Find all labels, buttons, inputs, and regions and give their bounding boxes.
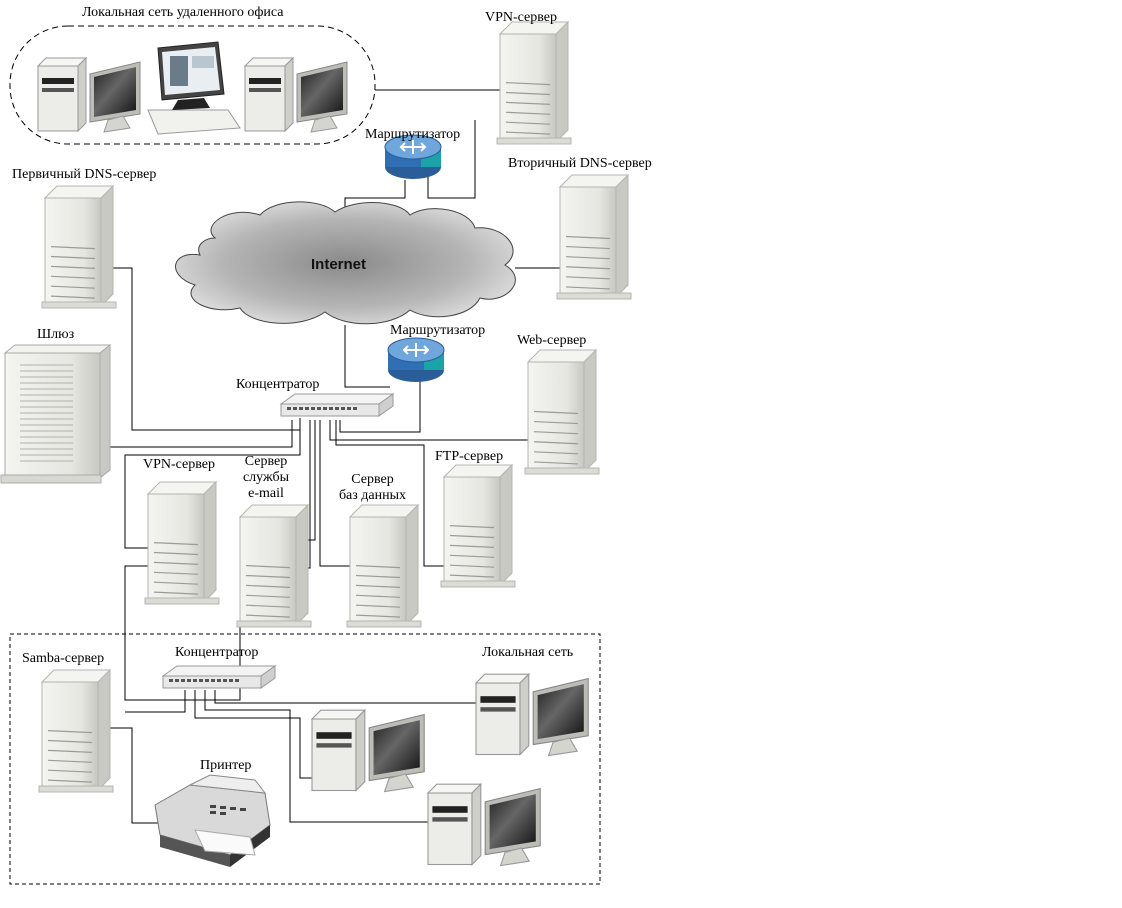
remote-pc-2 (243, 56, 348, 133)
db-server-label: Сервер баз данных (325, 472, 420, 504)
lan-label: Локальная сеть (482, 645, 574, 660)
internet-label: Internet (311, 256, 367, 273)
internet-cloud (175, 201, 516, 325)
remote-terminal (147, 41, 241, 135)
workstations (36, 41, 589, 867)
vpn-local-label: VPN-сервер (143, 457, 216, 472)
servers (38, 20, 632, 793)
hub-main (279, 393, 395, 417)
gateway-server (0, 343, 112, 484)
ftp-server-label: FTP-сервер (435, 449, 504, 464)
router-top (384, 134, 442, 179)
remote-office-label: Локальная сеть удаленного офиса (82, 5, 284, 20)
mail-server (236, 503, 312, 628)
mail-label-line-1: Сервер (244, 454, 288, 469)
primary-dns-server (41, 184, 117, 309)
mail-label-line-2: службы (242, 470, 290, 485)
local-network-boundary (9, 633, 601, 885)
db-server (346, 503, 422, 628)
secondary-dns-server (556, 173, 632, 300)
router-bottom-label: Маршрутизатор (390, 323, 486, 338)
router-bottom (387, 337, 445, 382)
vpn-server-local (144, 480, 220, 605)
web-server (524, 348, 600, 475)
samba-server (38, 668, 114, 793)
lan-pc-2 (474, 672, 589, 757)
printer-label: Принтер (200, 758, 252, 773)
primary-dns-label: Первичный DNS-сервер (12, 167, 157, 182)
web-server-label: Web-сервер (517, 333, 587, 348)
lan-pc-1 (310, 708, 425, 793)
hub-main-label: Концентратор (236, 377, 320, 392)
db-label-line-2: баз данных (338, 488, 407, 503)
vpn-top-label: VPN-сервер (485, 10, 558, 25)
hub-lan-label: Концентратор (175, 645, 259, 660)
hub-lan (161, 665, 277, 689)
db-label-line-1: Сервер (351, 472, 394, 487)
vpn-server-top (496, 20, 572, 145)
gateway-label: Шлюз (37, 327, 75, 342)
remote-office-boundary (9, 25, 376, 145)
secondary-dns-label: Вторичный DNS-сервер (508, 156, 652, 171)
mail-server-label: Сервер службы e-mail (236, 454, 296, 502)
lan-pc-3 (426, 782, 541, 867)
samba-server-label: Samba-сервер (22, 651, 105, 666)
ftp-server (440, 463, 516, 588)
mail-label-line-3: e-mail (248, 486, 284, 501)
router-top-label: Маршрутизатор (365, 127, 461, 142)
remote-pc-1 (36, 56, 141, 133)
printer (154, 774, 271, 867)
